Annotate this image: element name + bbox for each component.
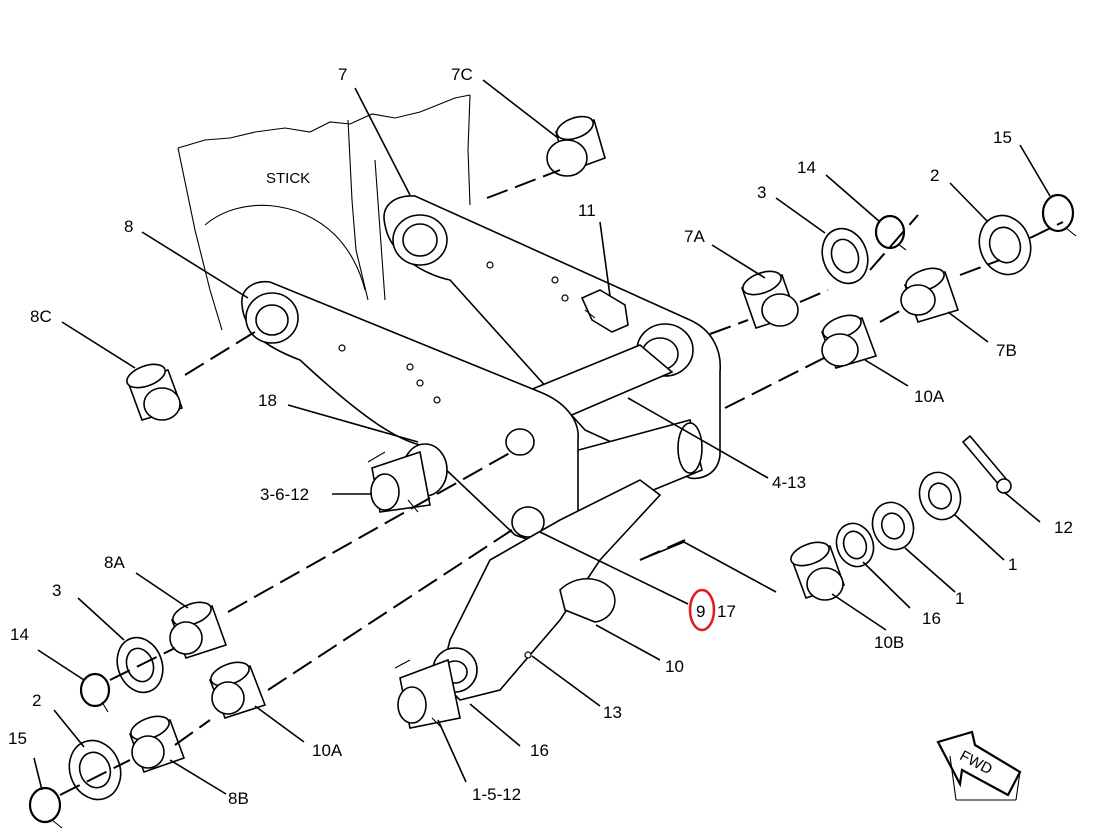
- stick-outline: STICK: [177, 94, 471, 331]
- callout-2-left: 2: [32, 691, 41, 710]
- callout-17: 17: [717, 602, 736, 621]
- callout-7B: 7B: [996, 341, 1017, 360]
- washer-1-upper: [918, 471, 962, 521]
- callout-15-left: 15: [8, 729, 27, 748]
- callout-10: 10: [665, 657, 684, 676]
- bushing-10B: [790, 541, 846, 601]
- callout-labels: 7 7C 11 14 15 3 2 7A 8 8C 7B 10A 18 3-6-…: [8, 65, 1073, 808]
- ring-15-left: [28, 786, 63, 829]
- callout-7: 7: [338, 65, 347, 84]
- callout-3-left: 3: [52, 581, 61, 600]
- callout-16-right: 16: [922, 609, 941, 628]
- bushing-7A: [740, 270, 799, 330]
- callout-8: 8: [124, 217, 133, 236]
- callout-14-top: 14: [797, 158, 816, 177]
- callout-1-upper: 1: [1008, 555, 1017, 574]
- rear-plate: [383, 195, 722, 480]
- front-plate: [241, 280, 579, 547]
- bushing-10A-right: [820, 314, 878, 369]
- pin-3-6-12: [367, 443, 448, 513]
- callout-18: 18: [258, 391, 277, 410]
- bracket-11: [580, 289, 629, 333]
- ring-15-top: [1041, 193, 1077, 237]
- callout-7C: 7C: [451, 65, 473, 84]
- callout-9: 9: [696, 602, 705, 621]
- washer-2-top: [978, 214, 1032, 276]
- washer-1-lower: [871, 501, 915, 551]
- bushing-8B: [128, 715, 186, 774]
- pin-12: [961, 434, 1012, 494]
- callout-11: 11: [578, 201, 596, 220]
- callout-16-bottom: 16: [530, 741, 549, 760]
- callout-10A-left: 10A: [312, 741, 343, 760]
- callout-1-5-12: 1-5-12: [472, 785, 521, 804]
- callout-10A-right: 10A: [914, 387, 945, 406]
- bushing-7C: [546, 115, 606, 177]
- callout-3-top: 3: [757, 183, 766, 202]
- callout-7A: 7A: [684, 227, 705, 246]
- ring-16-right: [835, 522, 875, 568]
- callout-13: 13: [603, 703, 622, 722]
- callout-10B: 10B: [874, 633, 904, 652]
- bushing-8C: [126, 363, 184, 421]
- callout-3-6-12: 3-6-12: [260, 485, 309, 504]
- alignment-lines: [59, 169, 1064, 796]
- pin-1-5-12: [394, 658, 461, 729]
- ring-14-left: [79, 672, 111, 713]
- callout-14-left: 14: [10, 625, 29, 644]
- bushing-10A-left: [208, 661, 267, 719]
- callout-2-top: 2: [930, 166, 939, 185]
- callout-4-13: 4-13: [772, 473, 806, 492]
- callout-8C: 8C: [30, 307, 52, 326]
- highlight-circle: [688, 588, 716, 632]
- callout-1-lower: 1: [955, 589, 964, 608]
- bushing-7B: [900, 267, 960, 323]
- callout-8B: 8B: [228, 789, 249, 808]
- washer-2-left: [68, 739, 122, 801]
- washer-3-top: [821, 227, 869, 285]
- leader-lines: [33, 79, 1051, 795]
- callout-15-top: 15: [993, 128, 1012, 147]
- fwd-label: FWD: [957, 747, 995, 778]
- fwd-arrow: FWD: [936, 730, 1022, 801]
- stick-label: STICK: [266, 170, 310, 187]
- callout-12: 12: [1054, 518, 1073, 537]
- bushing-8A: [169, 601, 228, 659]
- callout-8A: 8A: [104, 553, 125, 572]
